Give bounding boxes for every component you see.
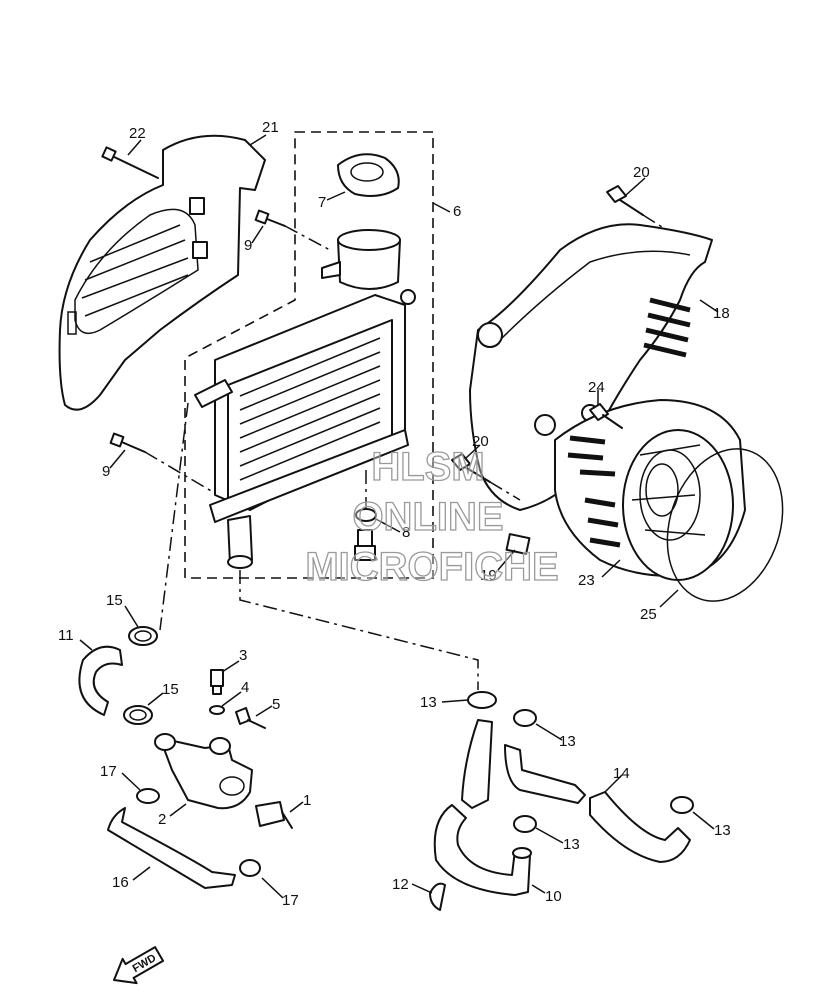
hose-10-upper [461,719,493,809]
screw-9-upper [254,209,331,251]
washer-4 [209,705,225,715]
callout-17-lower: 17 [282,892,299,909]
screw-9-lower [109,432,219,496]
dash-hose-lower [239,570,479,690]
callout-24: 24 [588,379,605,396]
hose-10-end [512,847,532,859]
screw-3 [210,669,224,695]
radiator-core [194,294,409,569]
hose-16 [107,807,236,889]
hose-14-upper [504,744,586,804]
callout-25: 25 [640,606,657,623]
watermark-line-3: MICROFICHE [305,545,558,589]
callout-22: 22 [129,125,146,142]
fwd-direction-marker: FWD [113,946,165,985]
callout-21: 21 [262,119,279,136]
clamp-13-c [513,815,537,833]
callout-18: 18 [713,305,730,322]
radiator-cap [337,153,400,197]
clip-19 [505,533,531,555]
callout-13-c: 13 [563,836,580,853]
watermark: HLSM ONLINE MICROFICHE [305,444,560,589]
callout-12: 12 [392,876,409,893]
callout-15-upper: 15 [106,592,123,609]
screw-22 [101,146,159,179]
callout-17-upper: 17 [100,763,117,780]
watermark-line-2: ONLINE [352,495,503,539]
callout-6: 6 [453,203,461,220]
callout-13-d: 13 [714,822,731,839]
filler-neck [321,229,416,305]
callout-11: 11 [58,627,74,644]
callout-5: 5 [272,696,280,713]
callout-20-lower: 20 [472,433,489,450]
clip-17-upper [136,788,160,804]
radiator-cover [58,134,266,411]
callout-13-b: 13 [559,733,576,750]
o-ring-25 [666,448,784,602]
bolt-5 [235,707,266,729]
bolt-24 [589,403,623,429]
clamp-13-a [467,691,497,709]
callout-19: 19 [480,567,497,584]
clip-12 [429,882,446,911]
callout-7: 7 [318,194,326,211]
callout-2: 2 [158,811,166,828]
bolt-20-lower [451,453,521,501]
callout-9-lower: 9 [102,463,110,480]
watermark-line-1: HLSM [371,445,484,489]
callout-3: 3 [239,647,247,664]
fan-housing [554,399,746,581]
hose-11 [78,645,123,716]
clamp-15-upper [128,626,158,646]
callout-9-upper: 9 [244,237,252,254]
callout-10: 10 [545,888,562,905]
callout-1: 1 [303,792,311,809]
callout-labels: 22 21 6 7 9 9 20 18 24 20 8 19 23 25 15 … [58,119,731,909]
callout-14: 14 [613,765,630,782]
callout-23: 23 [578,572,595,589]
dash-hose-upper [159,402,189,631]
radiator-assembly-box [184,131,434,579]
callout-4: 4 [241,679,249,696]
callout-16: 16 [112,874,129,891]
clamp-13-d [670,796,694,814]
leader-lines [79,134,719,899]
callout-15-lower: 15 [162,681,179,698]
callout-13-a: 13 [420,694,437,711]
clamp-13-b [513,709,537,727]
clip-17-lower [239,859,261,877]
bolt-20-upper [606,185,671,233]
clamp-15-lower [123,705,153,725]
hose-14-lower [589,791,691,863]
thermostat-housing [154,733,253,810]
callout-20-upper: 20 [633,164,650,181]
engine-cover [469,223,713,511]
callout-8: 8 [402,524,410,541]
drain-bolt [354,470,377,561]
thermo-switch-1 [255,801,293,829]
